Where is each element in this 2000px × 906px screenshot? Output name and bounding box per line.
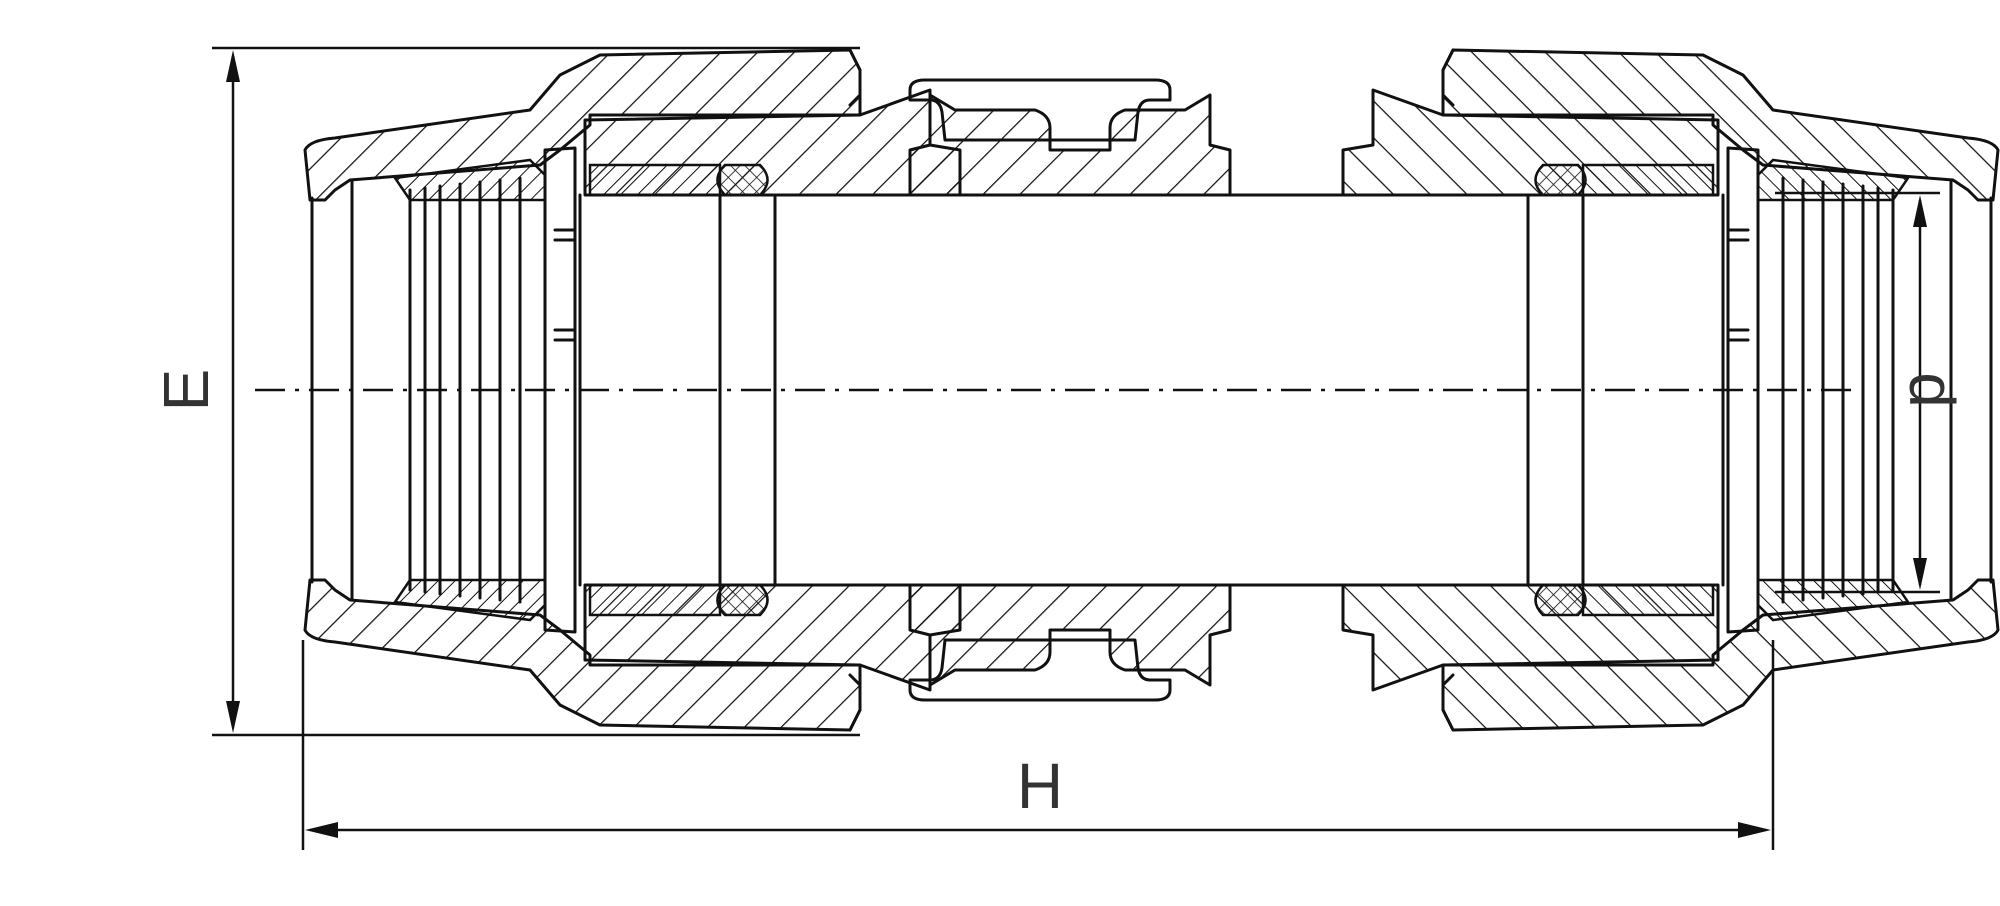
dimension-e-arrow-bottom: [226, 701, 240, 733]
dimension-e: E: [150, 46, 860, 737]
body-center-bottom: [908, 583, 1232, 687]
dimension-d-arrow-top: [1913, 195, 1927, 227]
left-seal-housing-bottom: [588, 583, 722, 617]
dimension-d: d: [1775, 191, 1968, 594]
left-nut-lip-top: [848, 48, 862, 107]
coupling-left-half: [303, 48, 962, 732]
dimension-e-label: E: [150, 369, 222, 412]
dimension-d-label: d: [1896, 372, 1968, 408]
left-seal-housing-top: [588, 163, 722, 197]
body-window-bottom: [908, 638, 1172, 702]
body-center-top: [908, 93, 1232, 197]
dimension-h-arrow-right: [1738, 822, 1771, 838]
left-o-ring-bottom: [716, 583, 769, 617]
dimension-d-arrow-bottom: [1913, 558, 1927, 590]
left-o-ring-top: [716, 163, 769, 197]
dimension-h-label: H: [1017, 750, 1063, 822]
left-nut-lip-bottom: [848, 673, 862, 732]
dimension-h-arrow-left: [305, 822, 338, 838]
dimension-e-arrow-top: [226, 50, 240, 82]
dimension-h: H: [301, 640, 1775, 850]
coupling-body-center: [773, 78, 1532, 702]
left-thrust-washer: [543, 146, 577, 634]
left-thrust-washer-inner: [553, 228, 577, 342]
body-window-top: [908, 78, 1172, 142]
